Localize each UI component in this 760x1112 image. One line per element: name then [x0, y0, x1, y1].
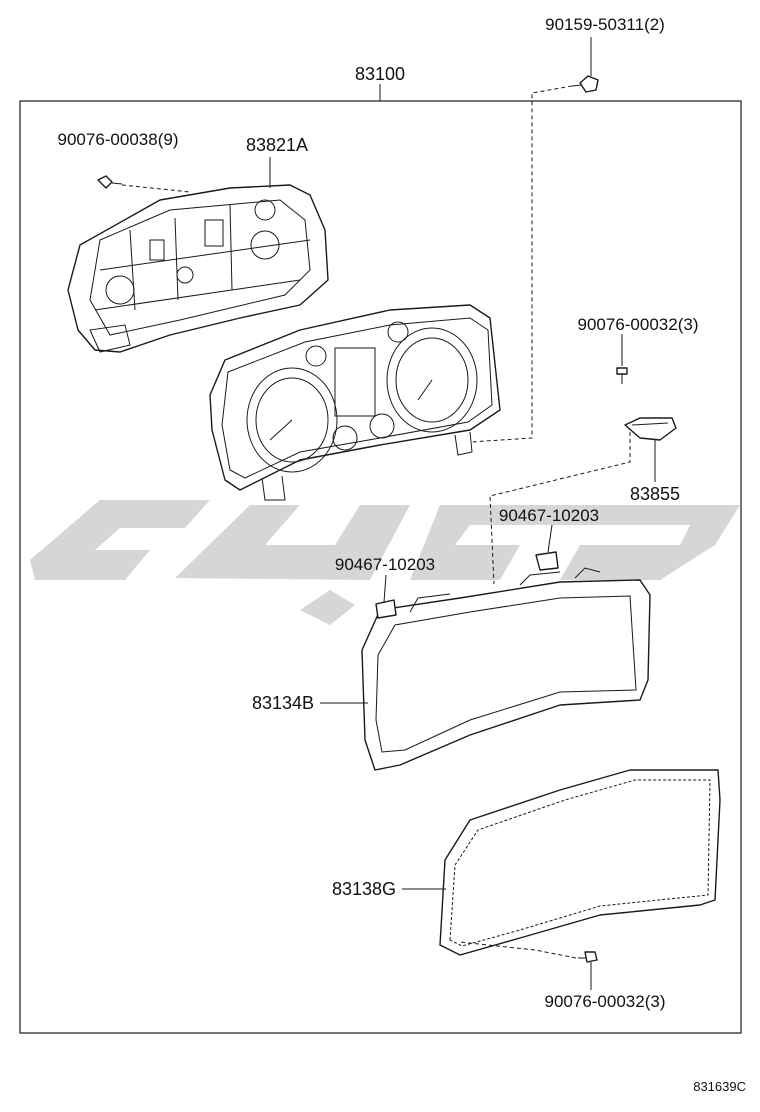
- label-hood: 83134B: [252, 693, 314, 713]
- screw-bottom: [578, 951, 598, 963]
- assembly-label: 83100: [355, 64, 405, 84]
- label-clip-right: 90467-10203: [499, 506, 599, 525]
- screw-top-right: [571, 75, 599, 93]
- label-screw-bottom: 90076-00032(3): [545, 992, 666, 1011]
- label-screw-mid-right: 90076-00032(3): [578, 315, 699, 334]
- bracket-part: [624, 417, 677, 441]
- clip-right-part: [535, 551, 559, 571]
- label-back-housing: 83821A: [246, 135, 308, 155]
- leader-lines: [121, 37, 656, 990]
- screw-mid-right: [616, 367, 628, 384]
- label-screw-back: 90076-00038(9): [58, 130, 179, 149]
- hood-part: [361, 567, 651, 771]
- lens-part: [439, 769, 721, 956]
- clip-left-part: [375, 599, 397, 619]
- label-clip-left: 90467-10203: [335, 555, 435, 574]
- label-lens: 83138G: [332, 879, 396, 899]
- footer-code: 831639C: [693, 1079, 746, 1094]
- label-bracket: 83855: [630, 484, 680, 504]
- meter-assembly-part: [209, 304, 501, 501]
- back-housing-part: [67, 184, 329, 353]
- label-screw-top-right: 90159-50311(2): [545, 15, 665, 34]
- screw-back: [97, 175, 123, 189]
